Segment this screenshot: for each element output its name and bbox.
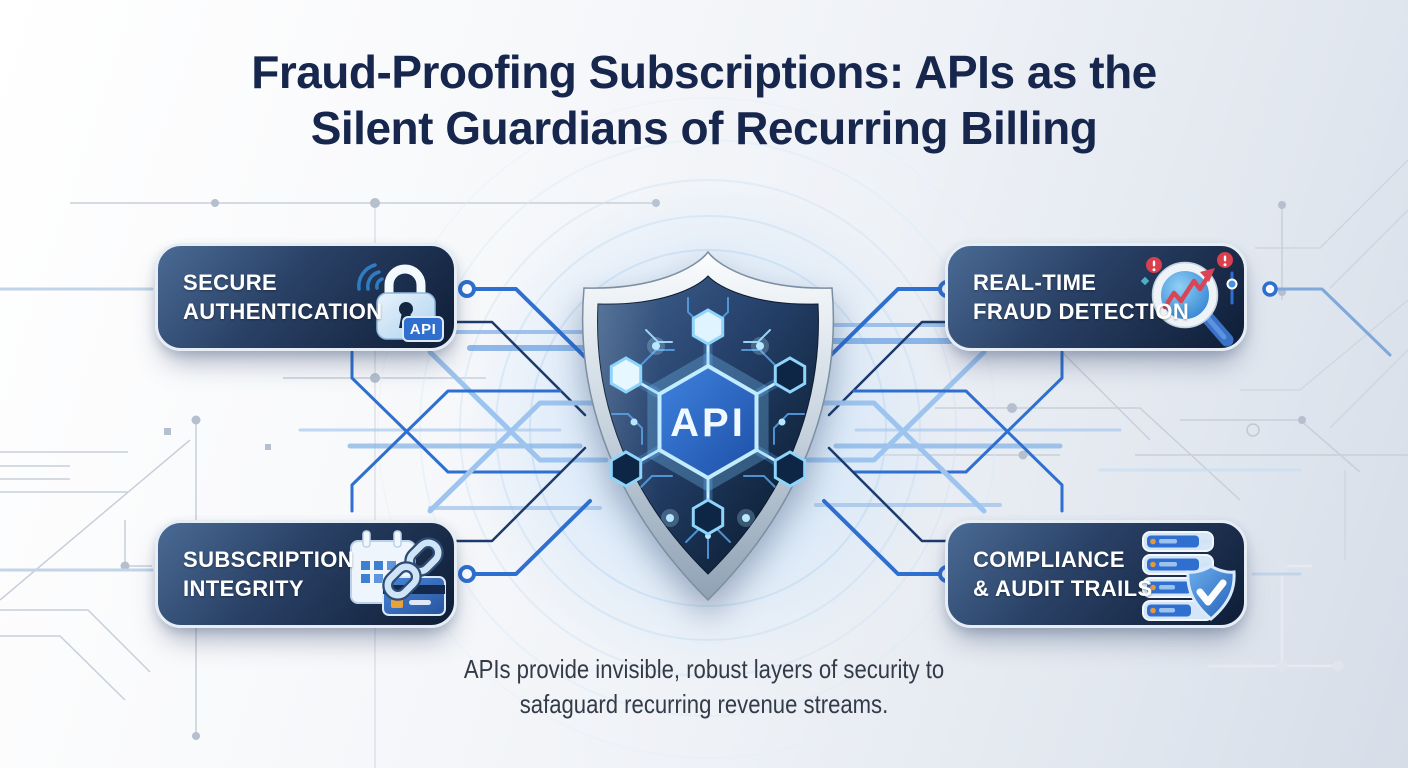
padlock-api-icon: API	[357, 263, 444, 342]
shield-check-icon	[1186, 564, 1236, 621]
slider-marker	[1226, 271, 1238, 305]
label-line-1: REAL-TIME	[973, 269, 1097, 295]
api-hexagon	[657, 363, 759, 481]
trend-line	[1162, 272, 1212, 310]
api-badge-label: API	[410, 321, 437, 338]
calendar-chain-card-icon	[350, 530, 446, 616]
glow-rings	[377, 97, 1039, 759]
feature-card-label: COMPLIANCE & AUDIT TRAILS	[973, 545, 1153, 603]
signal-arcs-icon	[357, 263, 384, 291]
connector-lines	[0, 287, 1392, 576]
handle-highlight	[1203, 313, 1227, 340]
chain-link-icon	[382, 537, 444, 601]
api-badge	[402, 316, 444, 342]
feature-card-compliance-audit-trails: COMPLIANCE & AUDIT TRAILS	[945, 520, 1247, 628]
footer-line-1: APIs provide invisible, robust layers of…	[463, 654, 945, 684]
page-title: Fraud-Proofing Subscriptions: APIs as th…	[0, 44, 1408, 156]
audit-log-shield-check-icon	[1142, 531, 1236, 621]
trend-arrowhead	[1200, 268, 1215, 282]
pale-nodes	[1196, 560, 1344, 672]
feature-card-subscription-integrity: SUBSCRIPTION INTEGRITY	[155, 520, 457, 628]
footer-line-2: safaguard recurring revenue streams.	[519, 689, 889, 720]
footer-caption: APIs provide invisible, robust layers of…	[106, 652, 1303, 722]
gray-open-node	[1246, 423, 1260, 437]
feature-card-realtime-fraud-detection: REAL-TIME FRAUD DETECTION	[945, 243, 1247, 351]
title-line-1: Fraud-Proofing Subscriptions: APIs as th…	[251, 46, 1157, 98]
feature-card-label: SUBSCRIPTION INTEGRITY	[183, 545, 354, 603]
label-line-1: SECURE	[183, 269, 278, 295]
lock-shackle	[384, 264, 426, 302]
alert-dot-icon	[1217, 252, 1233, 268]
label-line-2: & AUDIT TRAILS	[973, 576, 1153, 601]
api-label: API	[670, 401, 746, 445]
hex-nodes	[609, 308, 807, 536]
label-line-1: SUBSCRIPTION	[183, 546, 355, 572]
alert-dot-icon	[1146, 257, 1162, 273]
circuit-shield-api-icon: API	[581, 250, 835, 602]
gray-circuit-nodes	[120, 198, 1306, 740]
label-line-2: AUTHENTICATION	[183, 299, 383, 324]
feature-card-label: SECURE AUTHENTICATION	[183, 268, 383, 326]
hexagon-halo	[647, 352, 769, 492]
title-line-2: Silent Guardians of Recurring Billing	[310, 102, 1098, 155]
label-line-2: INTEGRITY	[183, 576, 304, 601]
feature-card-secure-authentication: SECURE AUTHENTICATION API	[155, 243, 457, 351]
lens-rim	[1151, 261, 1219, 329]
label-line-1: COMPLIANCE	[973, 546, 1125, 572]
label-line-2: FRAUD DETECTION	[973, 299, 1190, 324]
magnifier-trend-alert-icon	[1140, 252, 1238, 347]
feature-card-label: REAL-TIME FRAUD DETECTION	[973, 268, 1189, 326]
